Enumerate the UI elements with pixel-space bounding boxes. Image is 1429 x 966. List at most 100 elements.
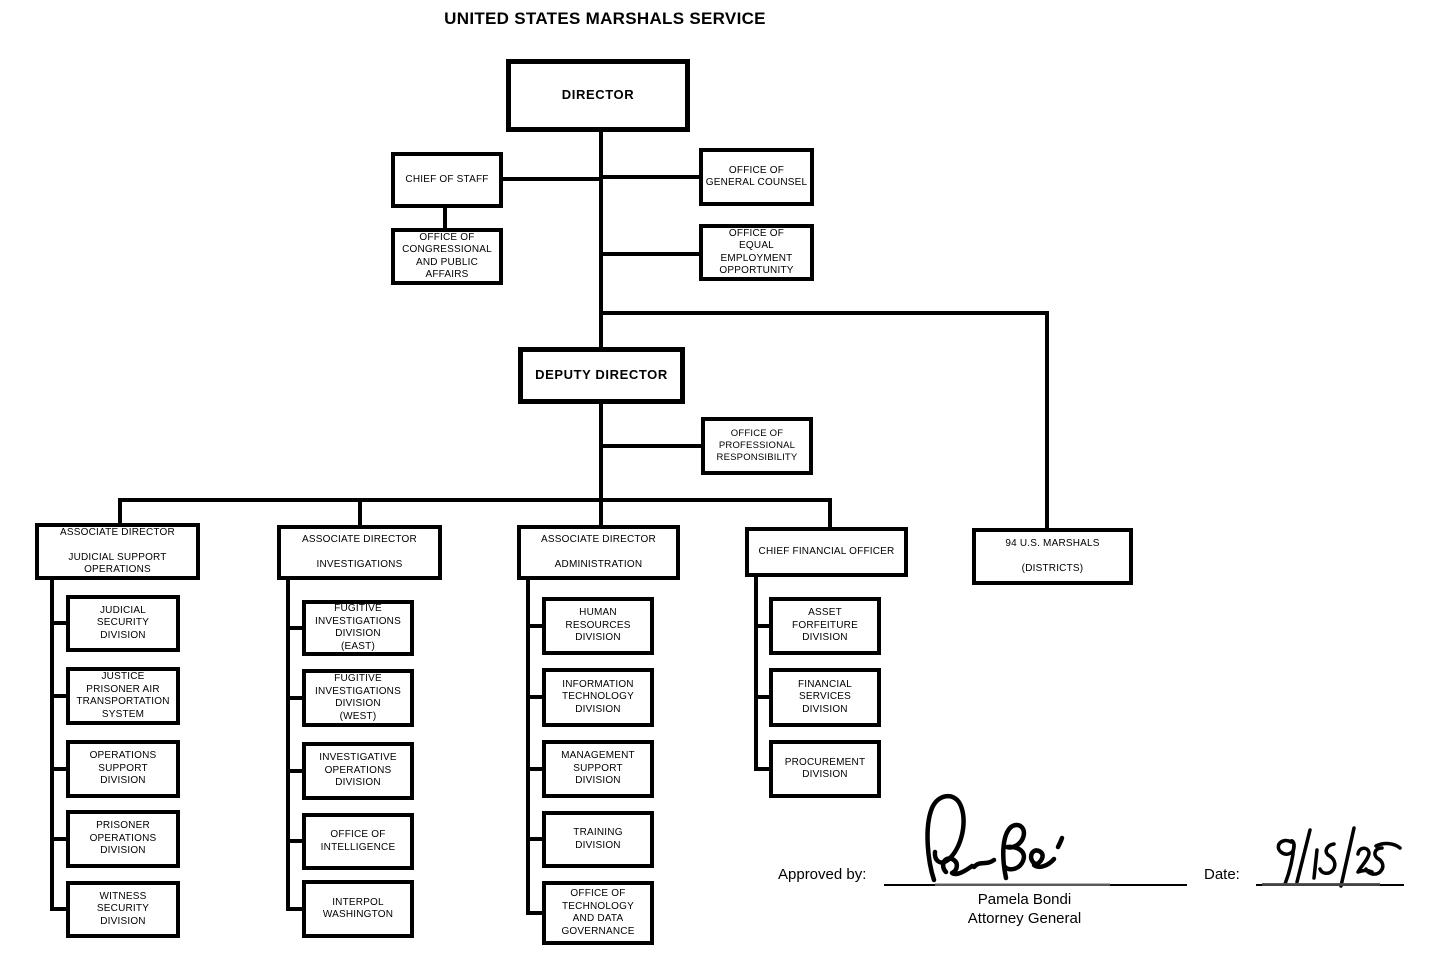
connector-to-districts-vertical: [1045, 311, 1049, 530]
signatory-name: Pamela Bondi: [977, 891, 1072, 908]
approved-by-label: Approved by:: [778, 866, 867, 883]
connector-stub-judicial: [118, 498, 122, 525]
node-marshals-label: 94 U.S. MARSHALS (DISTRICTS): [1005, 537, 1100, 574]
node-deputy-director: DEPUTY DIRECTOR: [518, 347, 685, 404]
stub-judicial-security: [50, 621, 68, 625]
node-fugitive-east-label: FUGITIVE INVESTIGATIONS DIVISION (EAST): [315, 603, 401, 652]
connector-branch-bus: [118, 498, 832, 502]
connector-stub-investigations: [358, 498, 362, 527]
stub-financial-services: [754, 695, 771, 699]
stub-fugitive-east: [286, 626, 304, 630]
node-congressional-label: OFFICE OF CONGRESSIONAL AND PUBLIC AFFAI…: [402, 231, 492, 281]
connector-chief-of-staff: [500, 177, 601, 181]
node-opr-label: OFFICE OF PROFESSIONAL RESPONSIBILITY: [716, 428, 798, 463]
node-witness-security-label: WITNESS SECURITY DIVISION: [96, 890, 150, 927]
node-office-intelligence-label: OFFICE OF INTELLIGENCE: [320, 829, 396, 853]
node-information-technology: INFORMATION TECHNOLOGY DIVISION: [542, 668, 654, 727]
stub-fugitive-west: [286, 696, 304, 700]
stub-information-technology: [526, 695, 544, 699]
spine-investigations-column: [286, 578, 290, 911]
node-operations-support-label: OPERATIONS SUPPORT DIVISION: [89, 750, 157, 787]
node-management-support: MANAGEMENT SUPPORT DIVISION: [542, 740, 654, 798]
node-technology-data-governance: OFFICE OF TECHNOLOGY AND DATA GOVERNANCE: [542, 881, 654, 945]
node-chief-financial-officer: CHIEF FINANCIAL OFFICER: [745, 527, 908, 577]
node-general-counsel: OFFICE OF GENERAL COUNSEL: [699, 148, 814, 206]
spine-administration-column: [526, 578, 530, 915]
spine-cfo-column: [754, 575, 758, 771]
connector-deputy-branches: [599, 402, 603, 527]
stub-prisoner-operations: [50, 837, 68, 841]
node-information-technology-label: INFORMATION TECHNOLOGY DIVISION: [561, 678, 634, 715]
connector-director-deputy: [599, 130, 603, 349]
node-justice-prisoner-air: JUSTICE PRISONER AIR TRANSPORTATION SYST…: [66, 667, 180, 725]
node-human-resources-label: HUMAN RESOURCES DIVISION: [565, 607, 631, 644]
stub-tech-data-governance: [526, 911, 544, 915]
node-interpol-label: INTERPOL WASHINGTON: [322, 896, 394, 921]
node-office-intelligence: OFFICE OF INTELLIGENCE: [302, 813, 414, 870]
node-ad-administration: ASSOCIATE DIRECTOR ADMINISTRATION: [517, 525, 680, 580]
handwritten-date: [1276, 826, 1402, 888]
node-asset-forfeiture: ASSET FORFEITURE DIVISION: [769, 597, 881, 655]
stub-asset-forfeiture: [754, 624, 771, 628]
node-fugitive-west: FUGITIVE INVESTIGATIONS DIVISION (WEST): [302, 669, 414, 727]
stub-procurement: [754, 767, 771, 771]
node-training: TRAINING DIVISION: [542, 811, 654, 868]
node-professional-responsibility: OFFICE OF PROFESSIONAL RESPONSIBILITY: [701, 417, 813, 475]
stub-operations-support: [50, 767, 68, 771]
connector-opr: [599, 444, 703, 448]
connector-to-districts-horizontal: [599, 311, 1049, 315]
node-chief-of-staff: CHIEF OF STAFF: [391, 152, 503, 208]
node-witness-security: WITNESS SECURITY DIVISION: [66, 881, 180, 938]
node-tech-data-governance-label: OFFICE OF TECHNOLOGY AND DATA GOVERNANCE: [561, 888, 635, 937]
node-general-counsel-label: OFFICE OF GENERAL COUNSEL: [705, 164, 808, 189]
node-us-marshals-districts: 94 U.S. MARSHALS (DISTRICTS): [972, 528, 1133, 585]
node-procurement: PROCUREMENT DIVISION: [769, 740, 881, 798]
node-ad-judicial-label: ASSOCIATE DIRECTOR JUDICIAL SUPPORT OPER…: [60, 526, 175, 576]
connector-eeo: [599, 252, 701, 256]
node-investigative-operations: INVESTIGATIVE OPERATIONS DIVISION: [302, 742, 414, 800]
node-investigative-operations-label: INVESTIGATIVE OPERATIONS DIVISION: [319, 752, 397, 789]
node-cfo-label: CHIEF FINANCIAL OFFICER: [758, 545, 895, 557]
chart-title: UNITED STATES MARSHALS SERVICE: [444, 9, 766, 28]
node-director-label: DIRECTOR: [561, 87, 635, 103]
node-ad-judicial-support: ASSOCIATE DIRECTOR JUDICIAL SUPPORT OPER…: [35, 523, 200, 580]
node-chief-of-staff-label: CHIEF OF STAFF: [405, 173, 489, 185]
node-congressional-public-affairs: OFFICE OF CONGRESSIONAL AND PUBLIC AFFAI…: [391, 228, 503, 285]
node-financial-services-label: FINANCIAL SERVICES DIVISION: [797, 678, 853, 715]
node-training-label: TRAINING DIVISION: [573, 827, 623, 851]
connector-general-counsel: [599, 175, 701, 179]
node-director: DIRECTOR: [506, 59, 690, 132]
node-prisoner-operations-label: PRISONER OPERATIONS DIVISION: [89, 820, 157, 857]
node-judicial-security-label: JUDICIAL SECURITY DIVISION: [96, 604, 150, 641]
node-prisoner-operations: PRISONER OPERATIONS DIVISION: [66, 810, 180, 868]
connector-congressional: [443, 206, 447, 230]
node-human-resources: HUMAN RESOURCES DIVISION: [542, 597, 654, 655]
node-procurement-label: PROCUREMENT DIVISION: [784, 756, 866, 781]
stub-management-support: [526, 767, 544, 771]
stub-interpol: [286, 907, 304, 911]
node-eeo-label: OFFICE OF EQUAL EMPLOYMENT OPPORTUNITY: [719, 227, 794, 277]
stub-witness-security: [50, 907, 68, 911]
node-ad-investigations: ASSOCIATE DIRECTOR INVESTIGATIONS: [277, 525, 442, 580]
node-jpats-label: JUSTICE PRISONER AIR TRANSPORTATION SYST…: [76, 671, 170, 720]
node-equal-employment-opportunity: OFFICE OF EQUAL EMPLOYMENT OPPORTUNITY: [699, 224, 814, 281]
spine-judicial-column: [50, 578, 54, 911]
signature-scrawl: [925, 794, 1065, 883]
stub-training: [526, 837, 544, 841]
stub-jpats: [50, 694, 68, 698]
node-operations-support: OPERATIONS SUPPORT DIVISION: [66, 740, 180, 798]
node-asset-forfeiture-label: ASSET FORFEITURE DIVISION: [792, 607, 858, 644]
date-line-shadow: [1262, 883, 1380, 886]
stub-office-intelligence: [286, 839, 304, 843]
signature-line-shadow: [935, 883, 1110, 886]
stub-investigative-operations: [286, 769, 304, 773]
connector-stub-cfo: [828, 498, 832, 529]
stub-human-resources: [526, 624, 544, 628]
node-fugitive-west-label: FUGITIVE INVESTIGATIONS DIVISION (WEST): [315, 673, 401, 722]
node-financial-services: FINANCIAL SERVICES DIVISION: [769, 668, 881, 727]
node-fugitive-east: FUGITIVE INVESTIGATIONS DIVISION (EAST): [302, 600, 414, 656]
node-ad-investigations-label: ASSOCIATE DIRECTOR INVESTIGATIONS: [302, 533, 417, 570]
date-label: Date:: [1204, 866, 1240, 883]
node-ad-administration-label: ASSOCIATE DIRECTOR ADMINISTRATION: [541, 533, 656, 570]
